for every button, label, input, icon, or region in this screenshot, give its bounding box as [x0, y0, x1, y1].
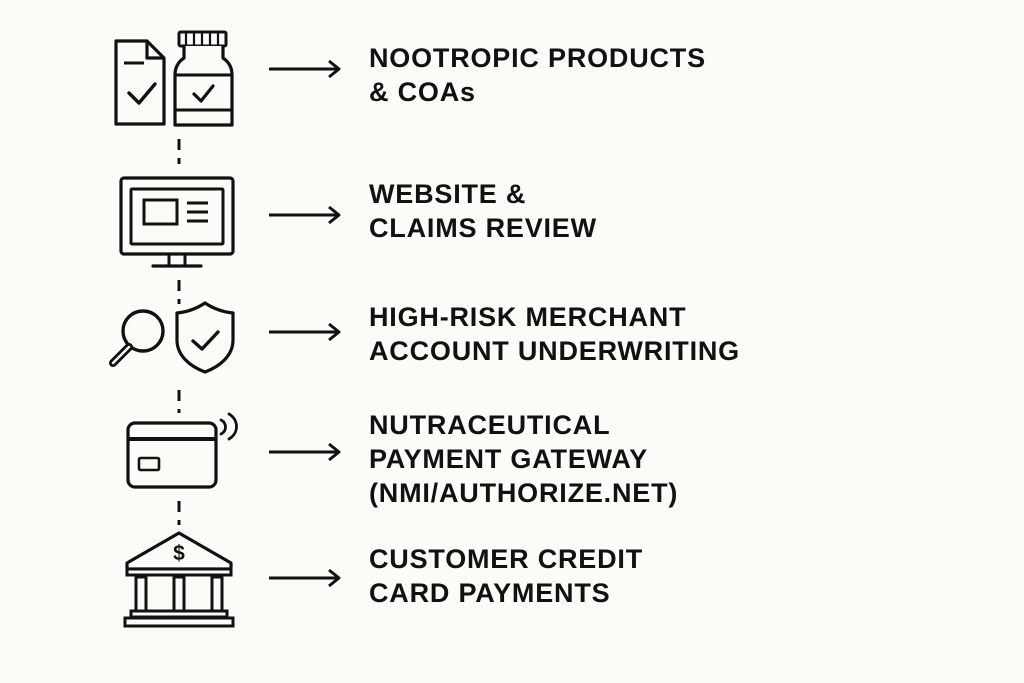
step-label-line: ACCOUNT UNDERWRITING [369, 336, 740, 366]
step-label-line: & COAs [369, 77, 476, 107]
step-label-line: PAYMENT GATEWAY [369, 444, 649, 474]
step-label-line: CARD PAYMENTS [369, 578, 611, 608]
bank-dollar-icon: $ [100, 522, 250, 632]
flow-arrow [268, 321, 344, 343]
flow-arrow [268, 58, 344, 80]
step-label-payment-gateway: NUTRACEUTICAL PAYMENT GATEWAY (NMI/AUTHO… [369, 408, 678, 510]
flow-arrow [268, 567, 344, 589]
step-label-line: WEBSITE & [369, 179, 527, 209]
step-label-merchant-underwriting: HIGH-RISK MERCHANT ACCOUNT UNDERWRITING [369, 300, 740, 368]
step-label-line: HIGH-RISK MERCHANT [369, 302, 687, 332]
step-label-line: CUSTOMER CREDIT [369, 544, 644, 574]
computer-monitor-icon [100, 169, 250, 279]
step-label-website-review: WEBSITE & CLAIMS REVIEW [369, 177, 597, 245]
svg-text:$: $ [173, 542, 185, 565]
flow-arrow [268, 204, 344, 226]
contactless-card-icon [100, 404, 250, 514]
magnifier-and-shield-check-icon [100, 285, 250, 395]
step-label-nootropic-products: NOOTROPIC PRODUCTS & COAs [369, 41, 706, 109]
step-label-line: CLAIMS REVIEW [369, 213, 597, 243]
step-label-line: (NMI/AUTHORIZE.NET) [369, 478, 679, 508]
flow-arrow [268, 441, 344, 463]
step-label-line: NUTRACEUTICAL [369, 410, 611, 440]
step-label-line: NOOTROPIC PRODUCTS [369, 43, 706, 73]
step-label-customer-payments: CUSTOMER CREDIT CARD PAYMENTS [369, 542, 643, 610]
document-and-supplement-bottle-icon [100, 24, 250, 134]
